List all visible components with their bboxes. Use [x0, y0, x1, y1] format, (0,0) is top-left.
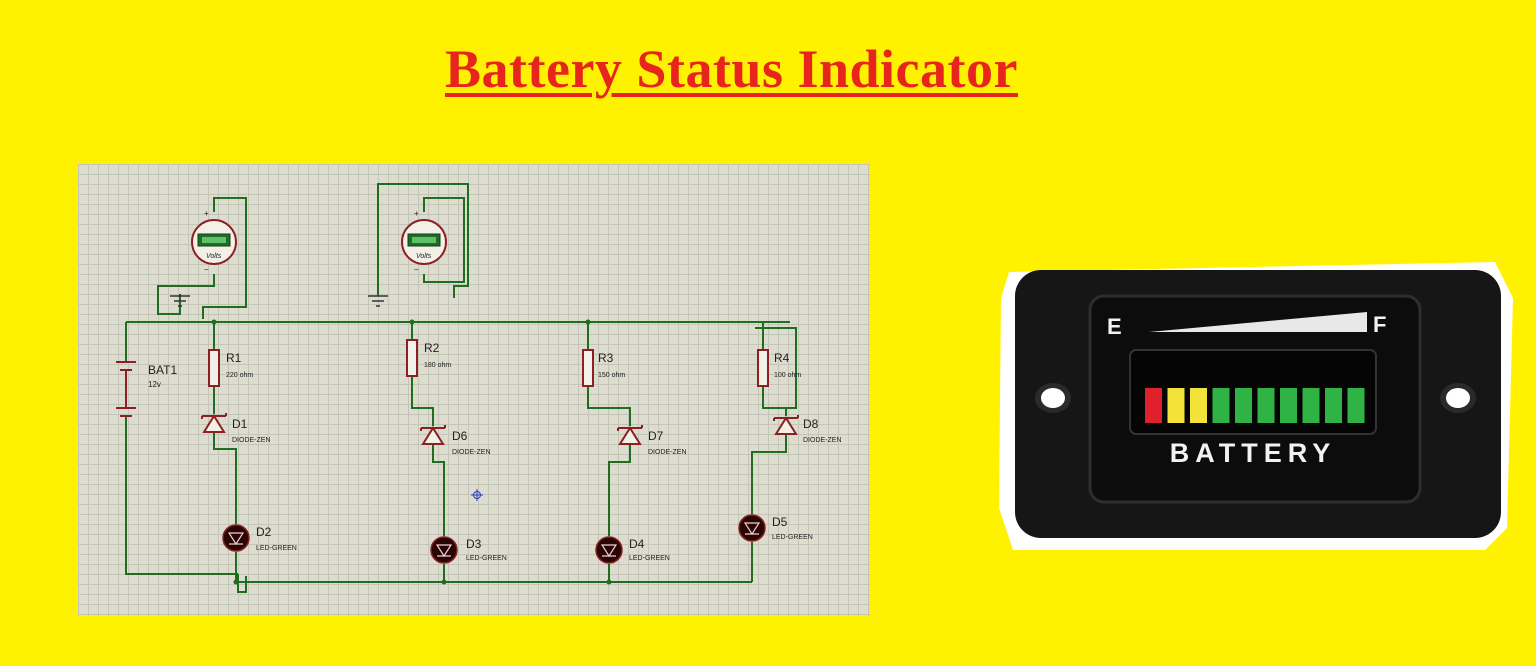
led-d4-type: LED-GREEN	[629, 555, 670, 562]
led-segment-2	[1167, 388, 1185, 423]
zener-d1-ref: D1	[232, 417, 248, 431]
svg-text:−: −	[414, 265, 419, 274]
led-bar-segments	[1145, 388, 1365, 423]
led-d3-ref: D3	[466, 537, 482, 551]
junction-dots	[211, 319, 612, 585]
led-d3-type: LED-GREEN	[466, 555, 507, 562]
led-segment-5	[1235, 388, 1252, 423]
full-label: F	[1373, 312, 1386, 337]
zener-d6	[420, 425, 446, 445]
circuit-schematic: BAT1 12v Volts + − Volts + − R1 220 ohm …	[78, 164, 870, 616]
led-d5-ref: D5	[772, 515, 788, 529]
led-segment-8	[1302, 388, 1320, 423]
level-wedge	[1149, 312, 1367, 332]
gauge-caption: BATTERY	[1170, 438, 1337, 468]
empty-label: E	[1107, 314, 1122, 339]
voltmeter-1-label: Volts	[206, 253, 222, 260]
page-title: Battery Status Indicator	[445, 39, 1018, 99]
voltmeter-2-label: Volts	[416, 253, 432, 260]
led-d2	[222, 524, 250, 552]
led-d3	[430, 536, 458, 564]
voltmeter-1: Volts + −	[191, 209, 237, 274]
zener-d6-ref: D6	[452, 429, 468, 443]
resistor-r1-ref: R1	[226, 351, 242, 365]
zener-d8-ref: D8	[803, 417, 819, 431]
ground-symbols	[170, 294, 388, 307]
resistor-r3-ref: R3	[598, 351, 614, 365]
zener-d7-type: DIODE-ZEN	[648, 449, 687, 456]
battery-ref: BAT1	[148, 363, 177, 377]
led-segment-10	[1347, 388, 1365, 423]
resistor-r4	[757, 349, 769, 387]
led-segment-7	[1280, 388, 1297, 423]
led-segment-6	[1257, 388, 1275, 423]
voltmeter-2: Volts + −	[401, 209, 447, 274]
svg-text:+: +	[414, 209, 419, 218]
zener-d7-ref: D7	[648, 429, 664, 443]
resistor-r1-value: 220 ohm	[226, 372, 253, 379]
resistor-r2-ref: R2	[424, 341, 440, 355]
battery-gauge-photo: E F BATTERY	[995, 258, 1515, 553]
zener-d6-type: DIODE-ZEN	[452, 449, 491, 456]
resistor-r2-value: 180 ohm	[424, 362, 451, 369]
zener-d8-type: DIODE-ZEN	[803, 437, 842, 444]
zener-d1-type: DIODE-ZEN	[232, 437, 271, 444]
resistor-r3	[582, 349, 594, 387]
resistor-r4-value: 100 ohm	[774, 372, 801, 379]
resistor-r4-ref: R4	[774, 351, 790, 365]
zener-d8	[773, 415, 799, 435]
led-d2-type: LED-GREEN	[256, 545, 297, 552]
svg-text:+: +	[204, 209, 209, 218]
zener-d1	[201, 413, 227, 433]
circuit-wires	[125, 183, 797, 593]
led-d4-ref: D4	[629, 537, 645, 551]
resistor-r1	[208, 349, 220, 387]
zener-d7	[617, 425, 643, 445]
svg-text:−: −	[204, 265, 209, 274]
crosshair-icon	[471, 489, 483, 501]
battery-bat1: BAT1 12v	[116, 361, 177, 417]
led-d5-type: LED-GREEN	[772, 534, 813, 541]
battery-value: 12v	[148, 380, 161, 389]
led-segment-1	[1145, 388, 1162, 423]
led-d4	[595, 536, 623, 564]
led-segment-3	[1190, 388, 1207, 423]
resistor-r3-value: 150 ohm	[598, 372, 625, 379]
led-segment-4	[1212, 388, 1230, 423]
led-d5	[738, 514, 766, 542]
resistor-r2	[406, 339, 418, 377]
led-d2-ref: D2	[256, 525, 272, 539]
led-segment-9	[1325, 388, 1342, 423]
